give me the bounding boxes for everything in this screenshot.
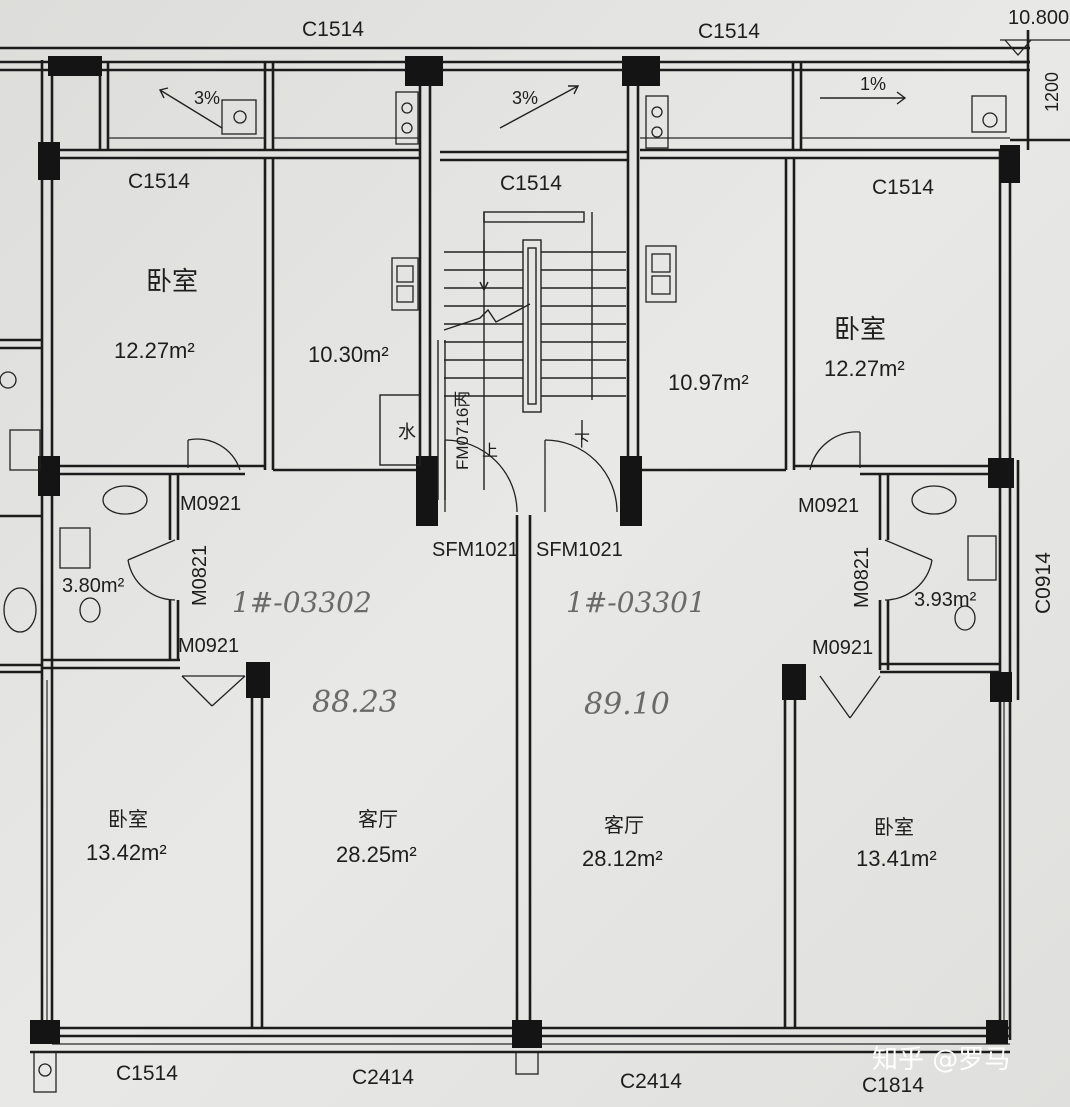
elevation-label: 10.800 [1008, 7, 1069, 29]
window-label-top-right: C1514 [698, 20, 760, 43]
slope-label-left: 3% [194, 88, 220, 108]
window-label-bedroom-tl: C1514 [128, 170, 190, 193]
room-area-kitchen-l: 10.30m² [308, 342, 389, 367]
window-label-bedroom-tr: C1514 [872, 176, 934, 199]
water-shaft-label: 水 [398, 422, 416, 442]
room-area-bath-l: 3.80m² [62, 575, 125, 597]
window-label-top-left: C1514 [302, 18, 364, 41]
watermark: 知乎 @罗马 [872, 1045, 1010, 1075]
window-label-stair: C1514 [500, 172, 562, 195]
door-label-sfm-l: SFM1021 [432, 539, 519, 561]
room-area-kitchen-r: 10.97m² [668, 370, 749, 395]
door-label-m0921-rt: M0921 [798, 495, 859, 517]
dimension-label: 1200 [1042, 72, 1062, 112]
room-name-bedroom-bl: 卧室 [108, 808, 148, 831]
room-name-bedroom-tr: 卧室 [834, 314, 886, 344]
handwritten-unit-left: 1#-03302 [232, 586, 372, 619]
stair-down-label: 下 [574, 433, 590, 450]
door-label-m0921-lt: M0921 [180, 493, 241, 515]
window-lines [46, 137, 1010, 1045]
room-name-bedroom-tl: 卧室 [146, 266, 198, 296]
door-label-m0821-r: M0821 [851, 547, 873, 608]
door-label-sfm-r: SFM1021 [536, 539, 623, 561]
window-label-bottom-right: C1814 [862, 1074, 924, 1097]
handwritten-area-right: 89.10 [584, 687, 670, 722]
slope-label-mid: 3% [512, 88, 538, 108]
room-area-bedroom-tr: 12.27m² [824, 356, 905, 381]
slope-label-right: 1% [860, 74, 886, 94]
labels: 10.800 1200 C1514 C1514 C1514 C1514 C151… [62, 7, 1069, 1097]
room-area-bedroom-bl: 13.42m² [86, 840, 167, 865]
room-name-living-r: 客厅 [604, 814, 644, 837]
window-label-side-right: C0914 [1032, 552, 1055, 614]
room-name-living-l: 客厅 [358, 808, 398, 831]
room-area-living-l: 28.25m² [336, 842, 417, 867]
door-swings [127, 431, 933, 719]
door-label-m0921-rb: M0921 [812, 637, 873, 659]
room-area-bedroom-br: 13.41m² [856, 846, 937, 871]
room-area-bedroom-tl: 12.27m² [114, 338, 195, 363]
columns [30, 56, 1020, 1048]
door-label-m0921-lb: M0921 [178, 635, 239, 657]
room-name-bedroom-br: 卧室 [874, 816, 914, 839]
room-area-living-r: 28.12m² [582, 846, 663, 871]
window-label-bottom-mid2: C2414 [620, 1070, 682, 1093]
room-area-bath-r: 3.93m² [914, 589, 977, 611]
handwritten-unit-right: 1#-03301 [566, 586, 706, 619]
fixtures [0, 39, 1070, 1093]
handwritten-area-left: 88.23 [312, 685, 398, 720]
slope-arrows [158, 85, 907, 129]
door-label-fm: FM0716丙 [453, 391, 472, 470]
door-label-m0821-l: M0821 [189, 545, 211, 606]
stair-up-label: 上 [482, 442, 498, 460]
window-label-bottom-mid1: C2414 [352, 1066, 414, 1089]
window-label-bottom-left: C1514 [116, 1062, 178, 1085]
